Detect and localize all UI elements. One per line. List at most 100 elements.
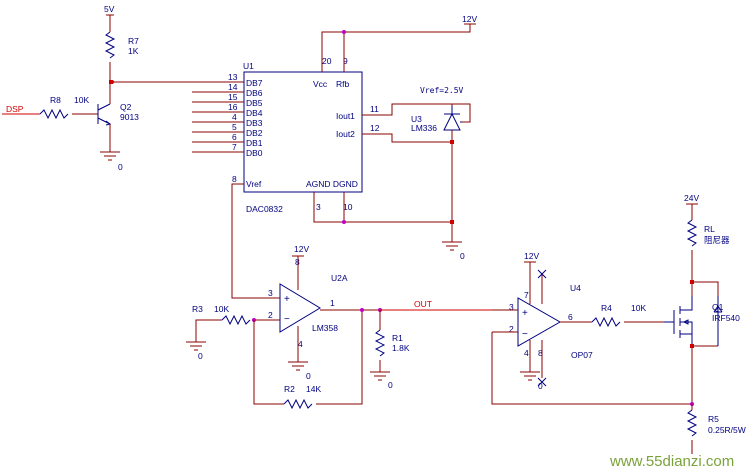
u4-body: [517, 297, 562, 347]
r2-name: R2: [284, 384, 295, 394]
u4-name: U4: [570, 283, 581, 293]
u4-pin2: 2: [509, 324, 514, 334]
gnd-u3: [442, 241, 462, 251]
watermark: www.55dianzi.com: [609, 453, 734, 470]
q1-part: IRF540: [712, 313, 740, 323]
db3-pin: 4: [232, 112, 237, 122]
r5-value: 0.25R/5W: [708, 425, 746, 435]
r4-value: 10K: [631, 303, 646, 313]
db0-label: DB0: [246, 148, 263, 158]
u2a-lm358: + − U2A LM358 3 2 8 4 1 12V 0 R3 10K 0 R…: [186, 244, 492, 410]
u1-gnd: AGND DGND: [306, 179, 358, 189]
gnd-r1-label: 0: [388, 380, 393, 390]
svg-text:+: +: [284, 294, 290, 305]
rl-load: [686, 219, 698, 247]
r7-resistor: [104, 31, 116, 59]
u2a-body: [279, 283, 321, 333]
u4-pin3: 3: [509, 302, 514, 312]
db7-pin: 13: [228, 72, 238, 82]
v24-label: 24V: [684, 193, 699, 203]
u1-pin8: 8: [232, 174, 237, 184]
gnd-r3: [186, 341, 206, 351]
u2a-pin2: 2: [268, 310, 273, 320]
v24-rail: [686, 203, 698, 220]
u1-iout1: Iout1: [336, 111, 355, 121]
u2a-supply: [292, 255, 304, 290]
u3-diode: [443, 112, 461, 131]
r4-name: R4: [601, 303, 612, 313]
r7-value: 1K: [128, 46, 139, 56]
u1-dac0832: U1 DAC0832 Vcc Rfb Iout1 Iout2 Vref AGND…: [192, 14, 477, 299]
v5-rail: [106, 14, 114, 22]
db1-label: DB1: [246, 138, 263, 148]
u1-db-pins: DB7 DB6 DB5 DB4 DB3 DB2 DB1 DB0 13 14 15…: [192, 72, 263, 158]
u2a-pin3: 3: [268, 288, 273, 298]
gnd-q2-label: 0: [118, 162, 123, 172]
db2-label: DB2: [246, 128, 263, 138]
q2-stage: 5V R7 1K DSP R8 10K Q2 9013 0: [2, 4, 232, 172]
q1-name: Q1: [712, 302, 724, 312]
r1-resistor: [374, 329, 386, 357]
u4-nc-pin8: [537, 269, 547, 279]
u4-supply: [524, 261, 536, 304]
q2-name: Q2: [120, 102, 132, 112]
u1-pin3: 3: [316, 202, 321, 212]
svg-text:+: +: [522, 308, 528, 319]
q1-body-diode: [713, 296, 723, 346]
u2a-pin4: 4: [298, 339, 303, 349]
u4-part: OP07: [571, 350, 593, 360]
q2-transistor: [97, 103, 111, 125]
gnd-u4-label: 0: [538, 381, 543, 391]
r1-value: 1.8K: [392, 343, 410, 353]
r5-name: R5: [708, 414, 719, 424]
u4-pin8: 8: [538, 348, 543, 358]
db1-pin: 6: [232, 132, 237, 142]
dsp-label: DSP: [6, 104, 24, 114]
u1-vref: Vref: [246, 179, 262, 189]
u1-pin20: 20: [322, 56, 332, 66]
v5-label: 5V: [104, 4, 115, 14]
r2-resistor: [283, 398, 313, 410]
u1-pin10: 10: [343, 202, 353, 212]
gnd-r1: [370, 371, 390, 381]
u1-name: U1: [243, 61, 254, 71]
db0-pin: 7: [232, 142, 237, 152]
db6-pin: 14: [228, 82, 238, 92]
u1-vcc-wire: [321, 24, 471, 72]
u3-lm336: Vref=2.5V U3 LM336 0: [411, 86, 465, 261]
r2-value: 14K: [306, 384, 321, 394]
u1-pin12: 12: [370, 123, 380, 133]
u2a-name: U2A: [331, 273, 348, 283]
u4-pin4: 4: [524, 348, 529, 358]
db4-pin: 16: [228, 102, 238, 112]
u1-rfb: Rfb: [336, 79, 350, 89]
svg-text:−: −: [284, 314, 290, 325]
rl-name: RL: [704, 224, 715, 234]
u2a-part: LM358: [312, 323, 338, 333]
db3-label: DB3: [246, 118, 263, 128]
net-markers: [109, 80, 694, 348]
r8-resistor: [39, 108, 69, 120]
gnd-u3-label: 0: [460, 251, 465, 261]
u1-gnd-wire: [313, 192, 452, 223]
svg-text:−: −: [522, 329, 528, 340]
r3-value: 10K: [214, 304, 229, 314]
u2a-pin1: 1: [330, 298, 335, 308]
v12-top-label: 12V: [462, 14, 477, 24]
gnd-r3-label: 0: [198, 351, 203, 361]
r3-name: R3: [192, 304, 203, 314]
r8-value: 10K: [74, 95, 89, 105]
q1-stage: 24V RL 阻尼器 Q1 IRF540 R5 0.25R/5W: [664, 193, 746, 454]
db5-pin: 15: [228, 92, 238, 102]
u1-part: DAC0832: [246, 204, 283, 214]
vref-note: Vref=2.5V: [420, 86, 464, 95]
db2-pin: 5: [232, 122, 237, 132]
v12-u2a-label: 12V: [294, 244, 309, 254]
vref-wire: [231, 183, 270, 299]
u1-pin9: 9: [343, 56, 348, 66]
iout1-wire: [362, 103, 471, 123]
u1-iout2: Iout2: [336, 129, 355, 139]
db4-label: DB4: [246, 108, 263, 118]
gnd-u2a: [288, 361, 308, 371]
